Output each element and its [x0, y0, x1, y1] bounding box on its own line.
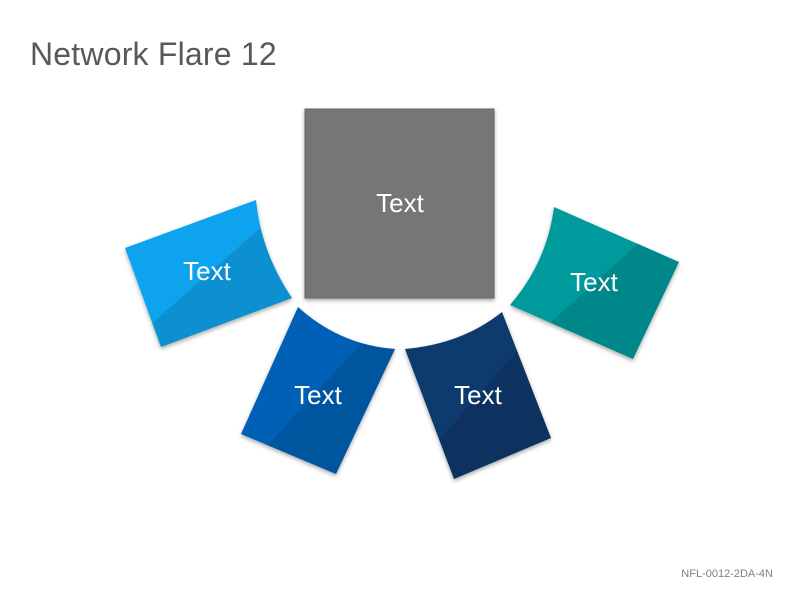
diagram-code: NFL-0012-2DA-4N	[681, 568, 773, 580]
far-left-node-label: Text	[183, 256, 231, 286]
page-title: Network Flare 12	[30, 36, 277, 72]
inner-right-node-label: Text	[454, 380, 502, 410]
far-right-node-label: Text	[570, 267, 618, 297]
far-right-node[interactable]	[510, 207, 679, 359]
inner-left-node-label: Text	[294, 380, 342, 410]
center-node[interactable]	[304, 108, 495, 299]
inner-left-node[interactable]	[241, 307, 395, 474]
inner-right-node[interactable]	[405, 312, 551, 479]
center-node-label: Text	[376, 188, 424, 218]
far-left-node[interactable]	[125, 200, 292, 347]
